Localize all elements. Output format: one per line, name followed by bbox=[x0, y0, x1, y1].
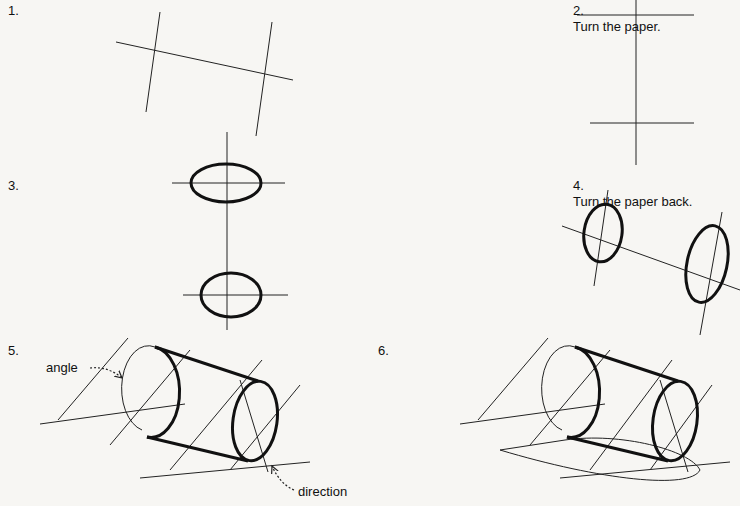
step-number: 6. bbox=[378, 343, 389, 358]
callout-label: angle bbox=[46, 360, 78, 375]
cylinder-with-shadow bbox=[500, 346, 702, 481]
step-number: 2. bbox=[573, 3, 584, 18]
callout-label: direction bbox=[298, 484, 347, 499]
step-number: 1. bbox=[8, 3, 19, 18]
ellipses bbox=[191, 164, 735, 317]
step-number: 5. bbox=[8, 343, 19, 358]
step-number: 3. bbox=[8, 178, 19, 193]
guide-lines bbox=[40, 0, 740, 478]
instruction: Turn the paper. bbox=[573, 19, 661, 34]
step-number: 4. bbox=[573, 178, 584, 193]
leader-lines bbox=[90, 368, 294, 490]
instruction: Turn the paper back. bbox=[573, 194, 692, 209]
cylinder bbox=[122, 346, 283, 464]
